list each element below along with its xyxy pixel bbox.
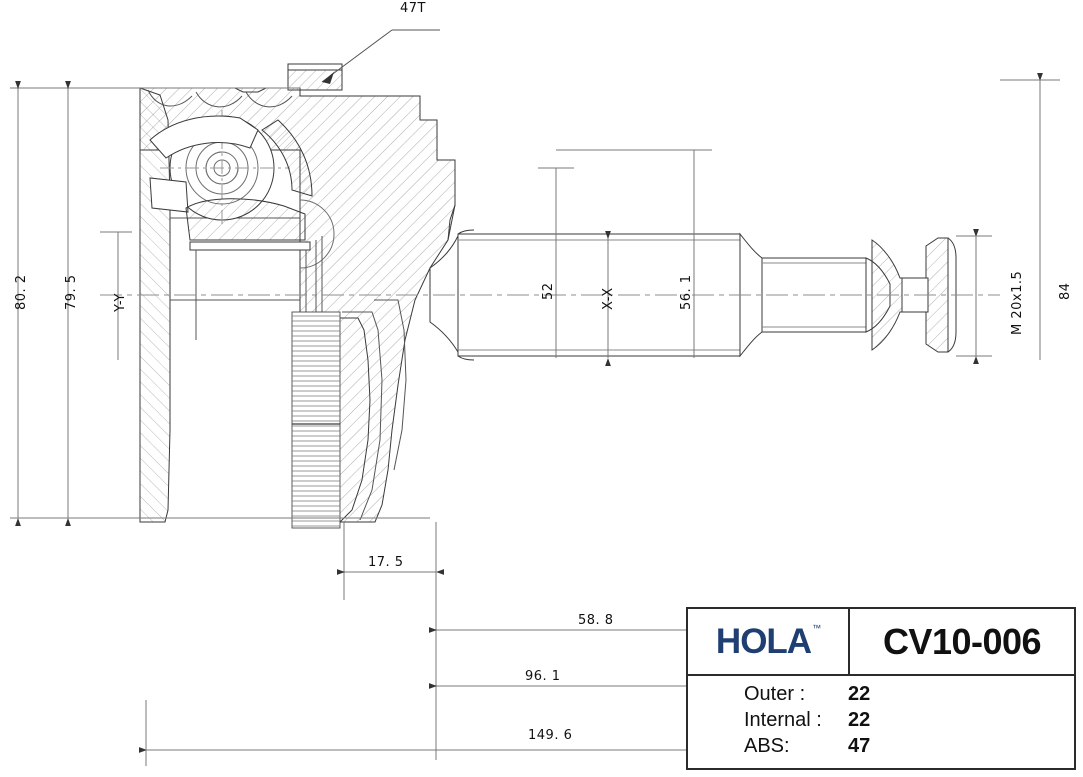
spec-row-outer: Outer : 22 — [744, 683, 1074, 709]
dim-79-5: 79. 5 — [64, 274, 79, 310]
part-number: CV10-006 — [882, 620, 1042, 662]
dim-56-1: 56. 1 — [679, 274, 694, 310]
dim-17-5: 17. 5 — [368, 555, 404, 570]
part-number-cell: CV10-006 — [850, 609, 1074, 674]
trademark-icon: ™ — [812, 622, 822, 633]
spec-label-internal: Internal : — [744, 709, 822, 731]
spec-row-internal: Internal : 22 — [744, 709, 1074, 735]
spec-value-internal: 22 — [848, 709, 871, 731]
callout-47t: 47T — [400, 1, 426, 16]
spec-value-outer: 22 — [848, 683, 871, 705]
dim-58-8: 58. 8 — [578, 613, 614, 628]
section-label-yy: Y-Y — [113, 293, 128, 312]
dim-52: 52 — [541, 282, 556, 300]
spec-label-abs: ABS: — [744, 735, 790, 757]
dim-96-1: 96. 1 — [525, 669, 561, 684]
dim-80-2: 80. 2 — [14, 274, 29, 310]
brand-name: HOLA — [715, 622, 812, 661]
dim-84: 84 — [1058, 282, 1073, 300]
spec-table: Outer : 22 Internal : 22 ABS: 47 — [688, 676, 1074, 768]
dim-149-6: 149. 6 — [528, 728, 573, 743]
spec-row-abs: ABS: 47 — [744, 735, 1074, 761]
section-label-xx: X-X — [601, 287, 616, 310]
spec-label-outer: Outer : — [744, 683, 806, 705]
dim-thread-m20x1-5: M 20x1.5 — [1010, 270, 1025, 335]
spec-value-abs: 47 — [848, 735, 871, 757]
